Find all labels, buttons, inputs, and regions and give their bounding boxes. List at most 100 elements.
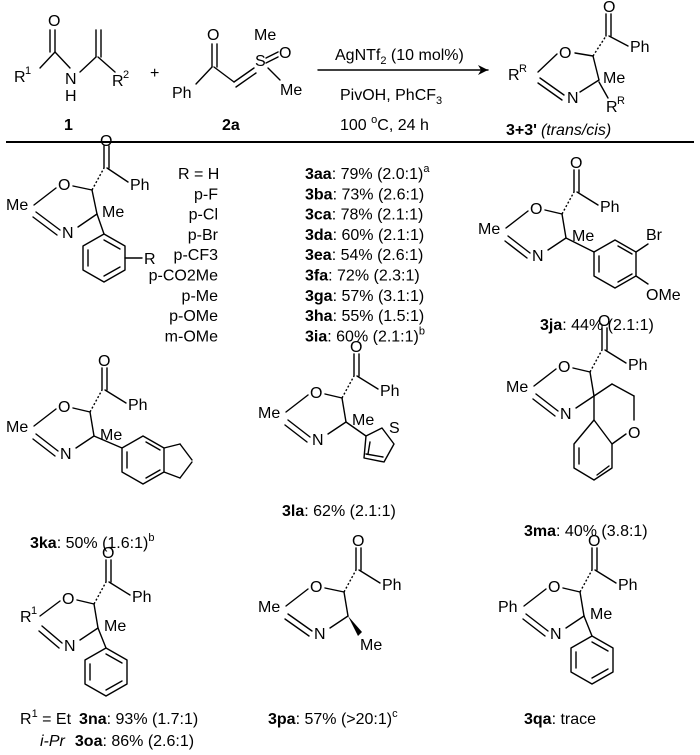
svg-text:R: R [617,95,625,107]
svg-text:N: N [532,248,544,265]
svg-text:O: O [570,155,582,172]
substrate-1-label: 1 [64,117,73,134]
svg-text:N: N [60,446,72,463]
svg-text:Ph: Ph [382,577,402,594]
yield-3ja: 3ja: 44% (2.1:1) [540,317,654,334]
svg-text:N: N [550,626,562,643]
svg-text:O: O [350,339,362,356]
svg-text:O: O [58,177,70,194]
svg-text:N: N [64,638,76,655]
svg-text:Ph: Ph [128,397,148,414]
structure-3ja: Me O N O Ph Me Br OMe [478,155,681,304]
svg-text:R: R [14,69,26,86]
structure-3pa: Me O N O Ph Me [258,533,402,654]
svg-text:R: R [606,99,618,116]
structure-3qa: Ph O N O Ph Me [498,533,638,685]
substituent-3fa: p-CO2Me [149,268,218,285]
svg-text:N: N [65,71,77,88]
svg-text:1: 1 [25,65,31,77]
yield-3pa: 3pa: 57% (>20:1)c [268,708,398,728]
svg-text:N: N [314,626,326,643]
substrate-1-structure: O R 1 N H R 2 [14,13,129,105]
svg-text:S: S [389,420,400,437]
product-3-structure: O N R R O Ph Me R R [508,0,650,116]
structure-3aa: Me O N O Ph Me R [6,133,156,283]
svg-text:Ph: Ph [628,357,648,374]
svg-text:Me: Me [603,70,625,87]
conditions-text: 100 oC, 24 h [340,114,429,134]
svg-text:Me: Me [352,412,374,429]
svg-text:2: 2 [123,69,129,81]
svg-text:O: O [598,313,610,330]
substituent-3ia: m-OMe [165,328,218,345]
r-header: R = H [178,166,219,183]
yield-3fa: 3fa: 72% (2.3:1) [305,268,420,285]
svg-text:Br: Br [646,227,663,244]
svg-text:N: N [560,406,572,423]
svg-text:O: O [628,425,640,442]
yield-3ka: 3ka: 50% (1.6:1)b [30,532,154,552]
svg-text:Me: Me [280,82,302,99]
structure-3ma: Me O N O Ph O [506,313,648,481]
yield-3ca: 3ca: 78% (2.1:1) [305,207,423,224]
svg-text:O: O [310,579,322,596]
additive-text: PivOH, PhCF3 [340,87,442,107]
svg-text:O: O [98,353,110,370]
yield-3aa: 3aa: 79% (2.0:1)a [305,163,430,183]
svg-text:Me: Me [506,379,528,396]
svg-text:Ph: Ph [172,85,192,102]
substituent-3ea: p-CF3 [174,247,219,264]
svg-text:Ph: Ph [498,599,518,616]
svg-text:O: O [548,579,560,596]
yield-3la: 3la: 62% (2.1:1) [282,503,396,520]
svg-text:R: R [519,63,527,75]
svg-text:O: O [102,545,114,562]
reagent-2a-label: 2a [222,117,240,134]
substituent-3ha: p-OMe [169,308,218,325]
svg-text:Me: Me [360,637,382,654]
svg-text:Ph: Ph [630,39,650,56]
yield-3ma: 3ma: 40% (3.8:1) [524,523,648,540]
substituent-3ca: p-Cl [189,207,218,224]
svg-text:O: O [558,359,570,376]
svg-text:Me: Me [258,405,280,422]
svg-text:R: R [144,251,156,268]
svg-text:O: O [207,27,219,44]
svg-text:Me: Me [6,197,28,214]
svg-text:Me: Me [478,221,500,238]
yield-3ga: 3ga: 57% (3.1:1) [305,288,424,305]
svg-text:O: O [310,385,322,402]
structure-3na-3oa: R 1 O N O Ph Me [20,545,152,697]
svg-text:O: O [603,0,615,16]
svg-text:Me: Me [104,618,126,635]
svg-text:Me: Me [6,419,28,436]
svg-text:Ph: Ph [600,199,620,216]
svg-text:Me: Me [100,427,122,444]
plus-sign: + [150,65,159,82]
catalyst-text: AgNTf2 (10 mol%) [335,47,464,67]
substituent-3ga: p-Me [182,288,219,305]
structure-3la: Me O N O Ph Me S [258,339,400,463]
svg-text:O: O [58,399,70,416]
product-label: 3+3'(trans/cis) [506,122,611,139]
svg-text:H: H [65,88,77,105]
substituent-3ba: p-F [194,186,218,203]
substituent-3da: p-Br [188,227,219,244]
yield-3ha: 3ha: 55% (1.5:1) [305,308,424,325]
svg-text:N: N [62,225,74,242]
svg-text:N: N [312,432,324,449]
svg-text:Ph: Ph [130,177,150,194]
svg-text:S: S [255,53,266,70]
svg-text:O: O [62,591,74,608]
svg-text:Me: Me [258,599,280,616]
svg-text:O: O [100,133,112,150]
svg-text:O: O [352,533,364,550]
yield-3da: 3da: 60% (2.1:1) [305,227,424,244]
svg-text:Me: Me [102,204,124,221]
svg-text:O: O [530,201,542,218]
yield-3ia: 3ia: 60% (2.1:1)b [305,325,425,345]
yield-3qa: 3qa: trace [524,711,596,728]
svg-text:R: R [112,73,124,90]
